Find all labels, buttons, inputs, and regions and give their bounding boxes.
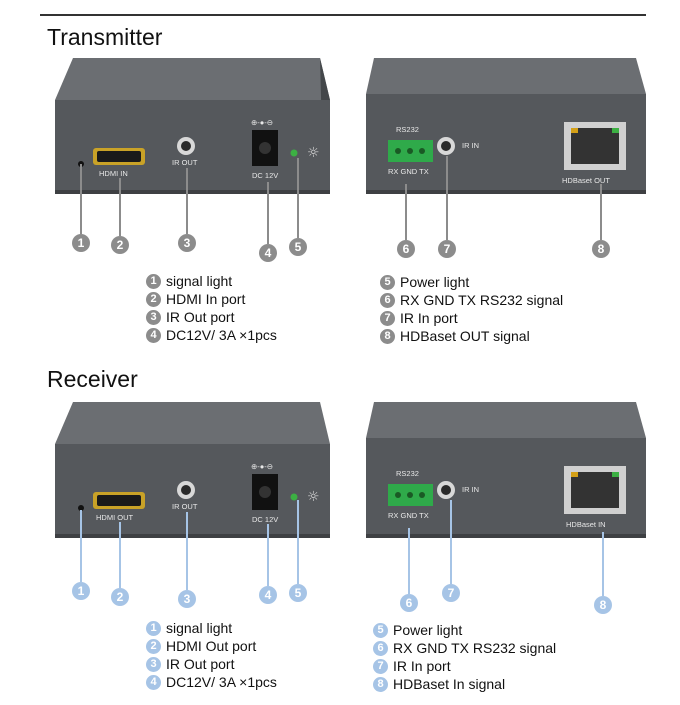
marker-line-5 [297,500,299,584]
marker-7: 7 [438,240,456,258]
marker-2: 2 [111,588,129,606]
marker-6: 6 [397,240,415,258]
marker-8: 8 [594,596,612,614]
marker-line-8 [600,184,602,240]
tx-hdbaset-label: HDBaset OUT [562,176,610,185]
transmitter-heading: Transmitter [47,24,163,50]
marker-line-8 [602,532,604,596]
marker-line-3 [186,512,188,590]
transmitter-back-panel: RS232 RX GND TX IR IN HDBaset OUT [366,54,646,199]
marker-1: 1 [72,582,90,600]
marker-line-2 [119,178,121,236]
marker-line-6 [405,184,407,240]
receiver-front-panel: HDMI OUT IR OUT ⊕-●-⊖ DC 12V ☼ [55,398,330,543]
marker-line-1 [80,510,82,582]
marker-4: 4 [259,586,277,604]
marker-2: 2 [111,236,129,254]
svg-text:☼: ☼ [307,145,320,161]
tx-dc-label: DC 12V [252,171,278,180]
tx-rxgndtx-label: RX GND TX [388,167,429,176]
marker-4: 4 [259,244,277,262]
marker-line-4 [267,524,269,586]
rx-irin-label: IR IN [462,485,479,494]
tx-irin-label: IR IN [462,141,479,150]
marker-3: 3 [178,234,196,252]
marker-line-4 [267,182,269,244]
rx-rxgndtx-label: RX GND TX [388,511,429,520]
marker-8: 8 [592,240,610,258]
marker-3: 3 [178,590,196,608]
tx-ir-label: IR OUT [172,158,198,167]
marker-line-5 [297,158,299,238]
rx-dc-label: DC 12V [252,515,278,524]
marker-7: 7 [442,584,460,602]
tx-rs232-label: RS232 [396,125,419,134]
marker-line-2 [119,522,121,588]
tx-hdmi-label: HDMI IN [99,169,128,178]
top-divider [40,14,646,16]
marker-5: 5 [289,238,307,256]
marker-line-6 [408,528,410,594]
marker-line-7 [446,156,448,240]
transmitter-front-panel: HDMI IN IR OUT ⊕-●-⊖ DC 12V ☼ [55,54,330,199]
receiver-heading: Receiver [47,366,138,392]
marker-line-1 [80,164,82,234]
svg-text:☼: ☼ [307,489,320,505]
svg-text:⊕-●-⊖: ⊕-●-⊖ [251,118,273,127]
marker-6: 6 [400,594,418,612]
marker-5: 5 [289,584,307,602]
rx-hdbaset-label: HDBaset IN [566,520,606,529]
rx-hdmi-label: HDMI OUT [96,513,133,522]
svg-text:⊕-●-⊖: ⊕-●-⊖ [251,462,273,471]
marker-1: 1 [72,234,90,252]
rx-ir-label: IR OUT [172,502,198,511]
receiver-back-panel: RS232 RX GND TX IR IN HDBaset IN [366,398,646,543]
marker-line-7 [450,500,452,584]
rx-rs232-label: RS232 [396,469,419,478]
marker-line-3 [186,168,188,234]
